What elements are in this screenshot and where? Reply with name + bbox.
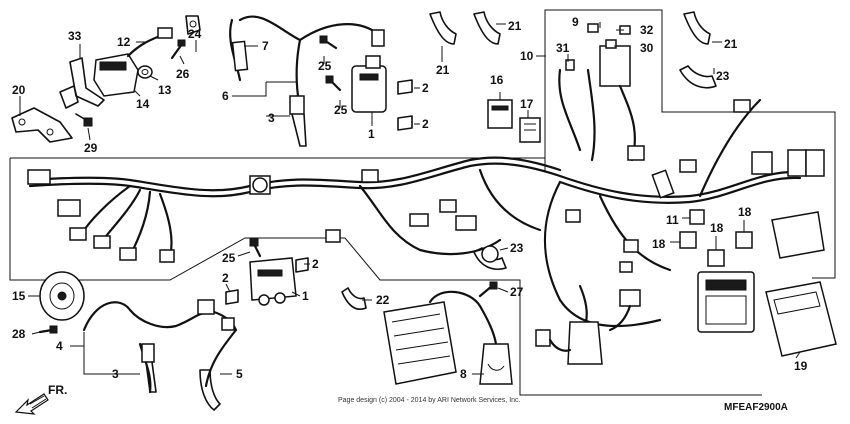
label-2-c: 2 — [312, 257, 319, 271]
connector-11 — [689, 209, 705, 225]
label-20: 20 — [12, 83, 26, 97]
label-14: 14 — [136, 97, 150, 111]
label-19: 19 — [794, 359, 808, 373]
ecu-19 — [765, 281, 837, 357]
label-4: 4 — [56, 339, 63, 353]
label-23-lower: 23 — [510, 241, 524, 255]
label-18-b: 18 — [710, 221, 724, 235]
label-21-a: 21 — [436, 63, 450, 77]
bottle-sensor — [535, 284, 641, 365]
label-5: 5 — [236, 367, 243, 381]
relay-16 — [487, 99, 513, 129]
band-23-lower — [473, 245, 507, 270]
label-2-d: 2 — [222, 271, 229, 285]
label-10: 10 — [520, 49, 534, 63]
ignition-coil-upper — [351, 55, 387, 113]
label-22: 22 — [376, 293, 390, 307]
label-2-b: 2 — [422, 117, 429, 131]
harness-frame — [10, 9, 836, 279]
label-32: 32 — [640, 23, 654, 37]
relay-14 — [93, 53, 139, 97]
label-28: 28 — [12, 327, 26, 341]
part-labels: 33 12 24 26 13 14 20 29 7 6 3 25 25 2 2 … — [12, 15, 808, 381]
label-27: 27 — [510, 285, 524, 299]
control-unit — [771, 211, 825, 259]
label-18-c: 18 — [738, 205, 752, 219]
ignition-coil-lower — [249, 257, 297, 306]
label-16: 16 — [490, 73, 504, 87]
harness-frame-lower — [9, 158, 762, 396]
label-29: 29 — [84, 141, 98, 155]
bracket-33 — [59, 57, 105, 109]
bolt-28 — [38, 325, 58, 334]
bolt-27 — [478, 281, 498, 298]
label-21-b: 21 — [508, 19, 522, 33]
label-17: 17 — [520, 97, 534, 111]
label-1-lower: 1 — [302, 289, 309, 303]
label-6: 6 — [222, 89, 229, 103]
fuse-box — [697, 271, 755, 333]
front-direction-label: FR. — [48, 383, 67, 397]
bolt-26 — [170, 39, 186, 60]
plug-cord-lower — [82, 299, 238, 411]
clip-2-upper — [397, 79, 413, 131]
grommet-13 — [137, 65, 153, 79]
label-21-c: 21 — [724, 37, 738, 51]
band-21 — [429, 11, 717, 89]
label-31: 31 — [556, 41, 570, 55]
diagram-code: MFEAF2900A — [724, 402, 788, 413]
label-12: 12 — [117, 35, 131, 49]
label-8: 8 — [460, 367, 467, 381]
bracket-20 — [11, 107, 73, 143]
regulator-8 — [383, 290, 513, 385]
label-18-a: 18 — [652, 237, 666, 251]
clip-24 — [185, 15, 201, 35]
main-harness — [27, 98, 825, 328]
label-11: 11 — [666, 213, 679, 227]
label-30: 30 — [640, 41, 654, 55]
fuse-box-area — [558, 23, 636, 162]
label-26: 26 — [176, 67, 190, 81]
relay-18 — [679, 231, 753, 267]
label-33: 33 — [68, 29, 82, 43]
label-25-c: 25 — [222, 251, 236, 265]
front-direction-arrow: FR. — [14, 383, 67, 415]
label-25-b: 25 — [334, 103, 348, 117]
label-15: 15 — [12, 289, 26, 303]
label-24: 24 — [188, 27, 202, 41]
clip-2-lower — [225, 257, 309, 305]
label-1-upper: 1 — [368, 127, 375, 141]
label-2-a: 2 — [422, 81, 429, 95]
label-13: 13 — [158, 83, 172, 97]
copyright-text: Page design (c) 2004 - 2014 by ARI Netwo… — [338, 397, 521, 404]
leader-lines — [19, 22, 801, 375]
label-7: 7 — [262, 39, 269, 53]
label-23-upper: 23 — [716, 69, 730, 83]
plug-cord-upper — [229, 15, 385, 147]
connector-12 — [126, 27, 173, 58]
bolt-29 — [75, 113, 93, 127]
connector-17 — [519, 117, 541, 143]
label-25-a: 25 — [318, 59, 332, 73]
horn-15 — [39, 271, 85, 321]
label-3-lower: 3 — [112, 367, 119, 381]
label-9: 9 — [572, 15, 579, 29]
bolt-25-upper — [319, 35, 342, 92]
label-3-upper: 3 — [268, 111, 275, 125]
bolt-25-lower — [249, 237, 262, 258]
clip-22 — [341, 287, 367, 310]
